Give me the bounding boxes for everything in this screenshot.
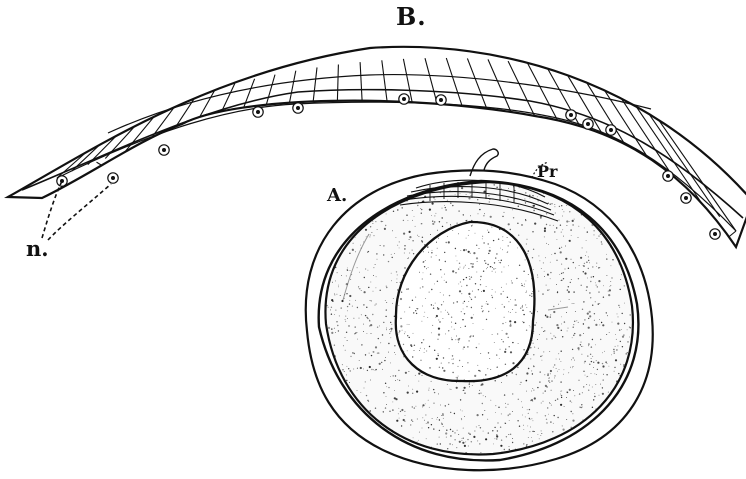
- figure-b-pointer-lines: [42, 181, 111, 240]
- nucleus-label: n.: [26, 238, 49, 259]
- figure-b-label: B.: [396, 5, 427, 29]
- figure-a-label: A.: [327, 187, 347, 205]
- pr-label: Pr: [537, 164, 557, 180]
- figure-a: [306, 149, 653, 470]
